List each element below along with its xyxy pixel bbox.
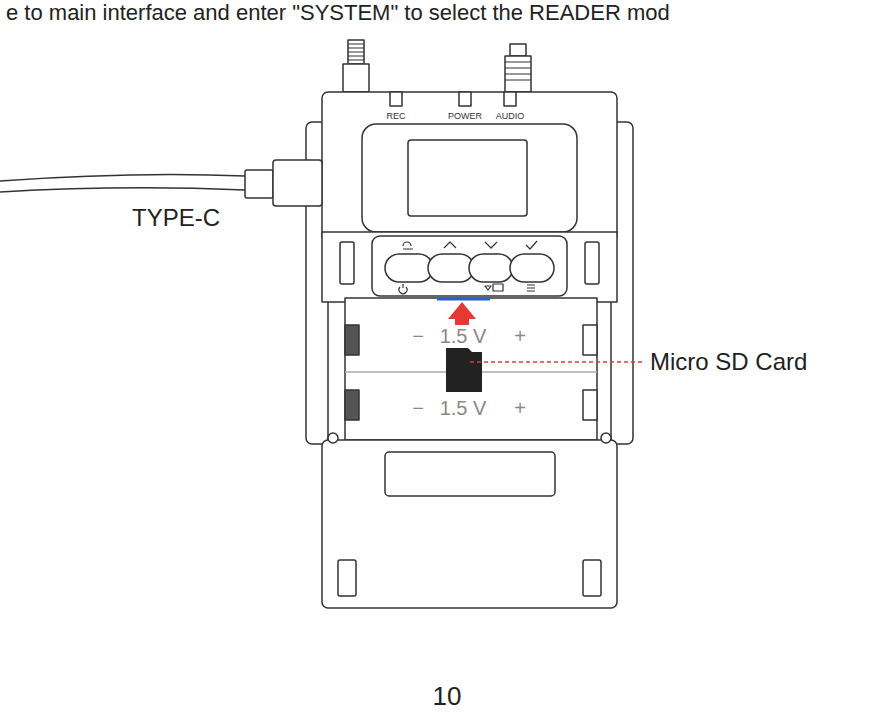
polarity-mark: +: [512, 325, 528, 348]
knob-ridges: [505, 62, 531, 80]
panel-slot: [585, 242, 599, 284]
antenna-thread: [348, 40, 364, 64]
led: [459, 92, 471, 106]
screen-bezel: [362, 124, 577, 232]
plug-housing: [273, 160, 322, 206]
battery-compartment: [345, 298, 597, 440]
door-hinge: [385, 452, 555, 496]
callout-label: Micro SD Card: [650, 348, 807, 376]
antenna-ridges: [348, 44, 364, 60]
instruction-text: e to main interface and enter "SYSTEM" t…: [6, 0, 670, 25]
battery-contact: [583, 390, 597, 420]
battery-door: [322, 440, 617, 608]
polarity-mark: −: [412, 397, 424, 420]
led-label: AUDIO: [496, 111, 525, 121]
plug-neck: [245, 170, 273, 198]
page-number: 10: [433, 682, 462, 712]
polarity-mark: +: [514, 397, 526, 420]
door-latch: [583, 560, 601, 596]
battery-contact: [345, 390, 359, 420]
button: [510, 254, 554, 282]
card-slot: [437, 298, 490, 301]
led: [390, 92, 402, 106]
button-panel: [322, 232, 617, 302]
button: [385, 254, 433, 282]
screw: [601, 433, 611, 443]
battery-contact: [583, 325, 597, 355]
button-icons: [399, 241, 537, 294]
port-label: TYPE-C: [132, 204, 220, 232]
led: [504, 92, 516, 106]
micro-sd-card: [446, 346, 482, 392]
battery-voltage: 1.5 V: [440, 397, 487, 420]
insert-arrow-head: [448, 302, 476, 319]
button: [469, 254, 513, 282]
knob-body: [505, 56, 531, 92]
cable: [0, 174, 245, 181]
leader-line: [470, 361, 642, 363]
screen: [408, 140, 527, 216]
cable: [0, 188, 245, 192]
polarity-mark: −: [410, 325, 426, 348]
door-latch: [338, 560, 356, 596]
battery-contact: [345, 325, 359, 355]
led-label: REC: [386, 111, 405, 121]
button-frame: [372, 236, 567, 296]
button: [428, 254, 474, 282]
battery-voltage: 1.5 V: [438, 325, 489, 348]
antenna-base: [343, 64, 369, 92]
device-body: [322, 92, 617, 242]
led-label: POWER: [448, 111, 482, 121]
screw: [328, 433, 338, 443]
knob-top: [510, 44, 526, 56]
panel-slot: [340, 242, 354, 284]
